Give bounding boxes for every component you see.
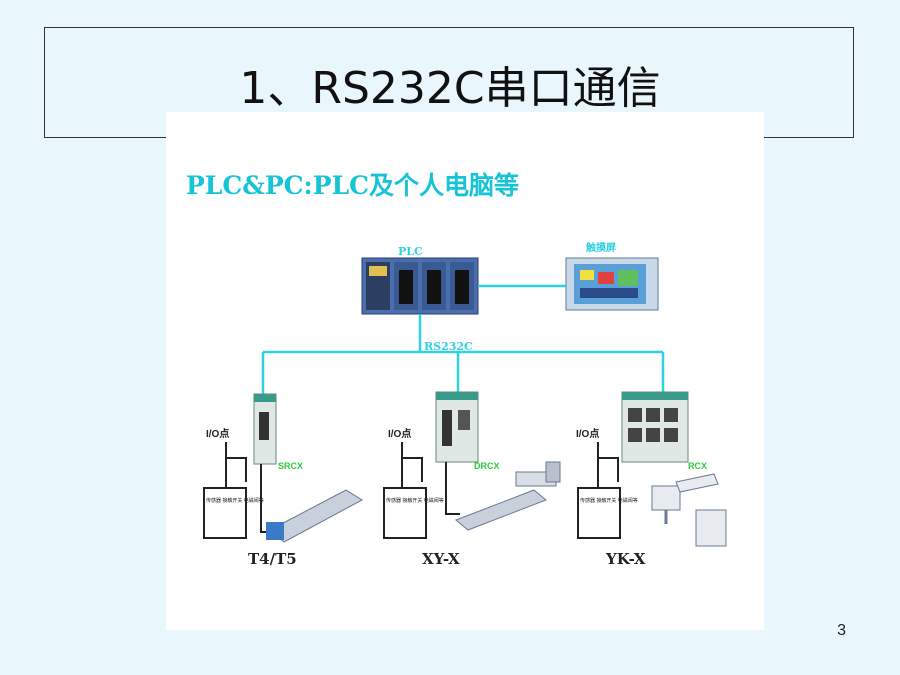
touchscreen — [565, 257, 659, 311]
network-diagram: PLC&PC:PLC及个人电脑等 PLC 触摸屏 — [186, 171, 727, 568]
bus-label: RS232C — [424, 340, 473, 353]
node-rcx-io-label: I/O点 — [576, 427, 599, 440]
rs232c-bus — [261, 284, 665, 394]
node-drcx-model: XY-X — [422, 550, 460, 568]
node-drcx-controller-label: DRCX — [474, 461, 500, 471]
plc-label: PLC — [398, 245, 423, 258]
node-srcx-controller-label: SRCX — [278, 461, 303, 471]
node-rcx-model: YK-X — [605, 550, 646, 568]
touchscreen-label: 触摸屏 — [585, 241, 616, 254]
diagram-panel: PLC&PC:PLC及个人电脑等 PLC 触摸屏 — [166, 112, 764, 630]
diagram-heading: PLC&PC:PLC及个人电脑等 — [186, 171, 519, 200]
node-rcx — [577, 391, 727, 547]
node-srcx-io-label: I/O点 — [206, 427, 229, 440]
node-srcx — [203, 393, 363, 543]
node-drcx-device-text: 传感器 接触开关 电磁阀等 — [386, 497, 444, 504]
node-rcx-controller-label: RCX — [688, 461, 707, 471]
node-srcx-device-text: 传感器 接触开关 电磁阀等 — [206, 497, 264, 504]
page-number: 3 — [837, 622, 846, 639]
slide-title: 1、RS232C串口通信 — [239, 63, 661, 114]
node-drcx — [383, 391, 561, 539]
plc-unit — [361, 257, 479, 315]
node-rcx-device-text: 传感器 接触开关 电磁阀等 — [580, 497, 638, 504]
node-drcx-io-label: I/O点 — [388, 427, 411, 440]
node-srcx-model: T4/T5 — [248, 550, 297, 568]
